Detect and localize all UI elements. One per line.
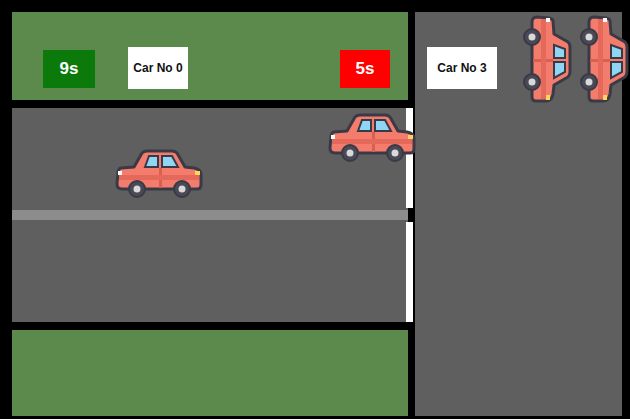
lane-divider	[12, 210, 408, 220]
box-label: 9s	[60, 58, 79, 80]
grass-top	[12, 12, 408, 100]
box-label: Car No 0	[133, 60, 182, 76]
car-counter: Car No 3	[427, 47, 497, 89]
grass-bottom	[12, 330, 408, 416]
timer-box: 9s	[43, 50, 95, 88]
car	[117, 151, 201, 197]
stop-line	[406, 222, 413, 322]
car	[524, 17, 570, 101]
car	[330, 115, 414, 161]
box-label: 5s	[356, 58, 375, 80]
car-counter: Car No 0	[128, 47, 188, 89]
stop-line	[406, 108, 413, 208]
car	[581, 17, 627, 101]
box-label: Car No 3	[437, 60, 486, 76]
timer-box: 5s	[340, 50, 390, 88]
